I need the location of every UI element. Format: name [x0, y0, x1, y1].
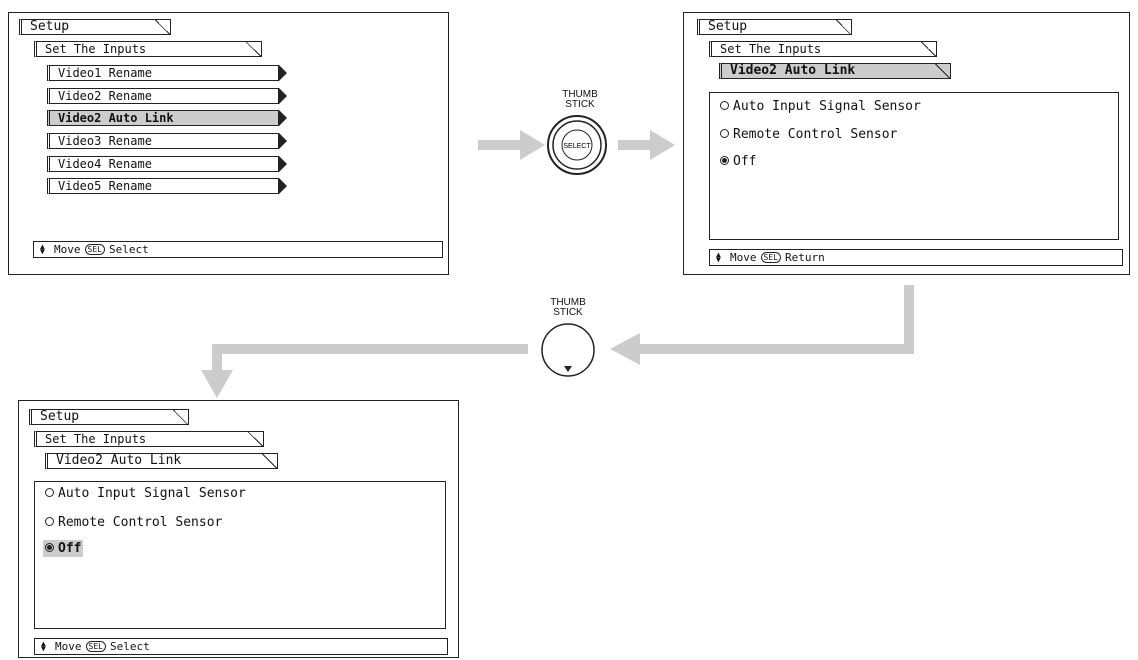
menu-screen-auto-link-confirm: Setup Set The Inputs Video2 Auto Link Au… [18, 400, 459, 658]
radio-unselected-icon [720, 129, 729, 138]
menu-screen-auto-link-options: Setup Set The Inputs Video2 Auto Link Au… [683, 12, 1130, 275]
menu-item-video3-rename[interactable]: Video3 Rename [47, 133, 287, 149]
menu-tab-set-the-inputs: Set The Inputs [34, 431, 264, 447]
options-panel: Auto Input Signal Sensor Remote Control … [709, 92, 1119, 240]
arrow-to-thumb1 [478, 130, 545, 160]
status-move-label: Move [730, 251, 757, 264]
option-off[interactable]: Off [720, 154, 756, 169]
thumb-stick-select-icon[interactable]: SELECT [546, 114, 608, 176]
menu-tab-setup: Setup [19, 19, 171, 35]
status-move-label: Move [54, 243, 81, 256]
select-button-label: SELECT [563, 143, 591, 150]
radio-selected-icon [45, 543, 54, 552]
menu-tab-set-the-inputs: Set The Inputs [34, 41, 262, 57]
status-action-label: Select [108, 243, 149, 256]
option-off[interactable]: Off [43, 540, 84, 557]
sel-button-icon: SEL [84, 244, 105, 255]
option-remote-control-sensor[interactable]: Remote Control Sensor [45, 515, 222, 530]
status-move-label: Move [55, 640, 82, 653]
option-auto-input-signal-sensor[interactable]: Auto Input Signal Sensor [720, 99, 921, 114]
arrow-screen2-down-left [610, 285, 914, 365]
menu-tab-video2-auto-link: Video2 Auto Link [45, 453, 278, 469]
menu-item-video5-rename[interactable]: Video5 Rename [47, 178, 287, 194]
radio-unselected-icon [720, 101, 729, 110]
status-action-label: Return [784, 251, 825, 264]
arrow-to-screen2 [618, 130, 675, 160]
menu-tab-video2-auto-link: Video2 Auto Link [719, 63, 951, 79]
menu-item-video1-rename[interactable]: Video1 Rename [47, 65, 287, 81]
up-down-arrows-icon: ▲▼ [41, 639, 46, 653]
sel-button-icon: SEL [760, 252, 781, 263]
menu-tab-setup: Setup [29, 409, 189, 425]
options-panel: Auto Input Signal Sensor Remote Control … [34, 481, 446, 629]
down-arrow-icon [564, 366, 572, 372]
option-auto-input-signal-sensor[interactable]: Auto Input Signal Sensor [45, 486, 246, 501]
radio-selected-icon [720, 156, 729, 165]
menu-screen-inputs: Setup Set The Inputs Video1 Rename Video… [8, 12, 449, 275]
menu-item-video2-rename[interactable]: Video2 Rename [47, 88, 287, 104]
radio-unselected-icon [45, 517, 54, 526]
up-down-arrows-icon: ▲▼ [40, 242, 45, 256]
menu-tab-setup: Setup [697, 19, 852, 35]
menu-tab-set-the-inputs: Set The Inputs [709, 41, 937, 57]
radio-unselected-icon [45, 488, 54, 497]
sel-button-icon: SEL [85, 641, 106, 652]
menu-item-video4-rename[interactable]: Video4 Rename [47, 156, 287, 172]
up-down-arrows-icon: ▲▼ [716, 250, 721, 264]
thumb-stick-down-icon[interactable] [539, 322, 597, 378]
menu-item-video2-auto-link[interactable]: Video2 Auto Link [47, 110, 287, 126]
option-remote-control-sensor[interactable]: Remote Control Sensor [720, 127, 897, 142]
arrow-to-screen3 [201, 344, 528, 398]
status-action-label: Select [109, 640, 150, 653]
